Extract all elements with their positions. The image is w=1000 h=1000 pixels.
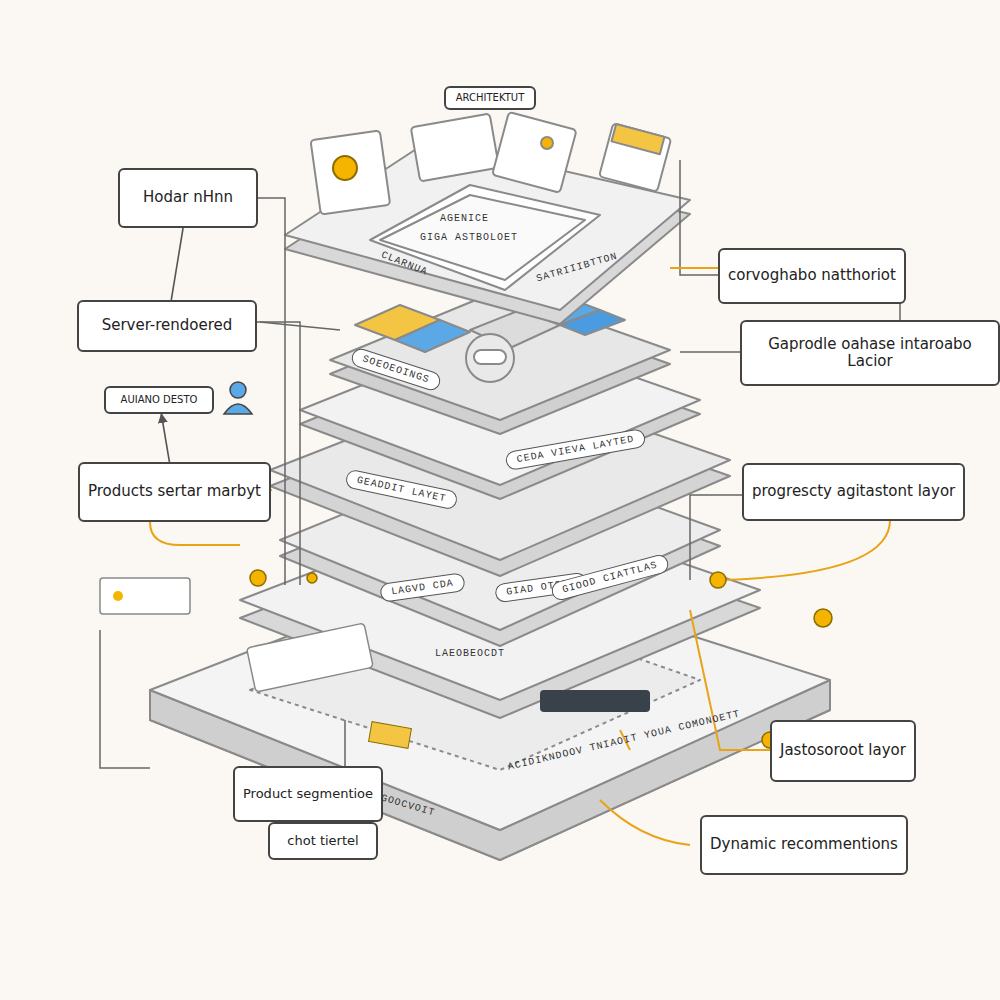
connector [171,228,183,300]
callout-text: Hodar nHnn [143,189,233,206]
callout-text: chot tiertel [287,834,358,849]
callout-text: ARCHITEKTUT [456,92,525,104]
callout-box: corvoghabo natthoriot [718,248,906,304]
callout-box: Server-rendoered [77,300,257,352]
callout-box: progrescty agitastont layor [742,463,965,521]
callout-text: Jastosoroot layor [780,742,906,759]
callout-text: Server-rendoered [102,317,233,334]
callout-text: Gaprodle oahase intaroabo Lacior [750,336,990,371]
callout-text: Products sertar marbyt [88,483,261,500]
callout-box: AUIANO DESTO [104,386,214,414]
callout-text: progrescty agitastont layor [752,483,955,500]
callout-text: corvoghabo natthoriot [728,267,896,284]
callout-text: Dynamic recommentions [710,836,898,853]
callout-text: AUIANO DESTO [121,394,198,406]
callout-box: Gaprodle oahase intaroabo Lacior [740,320,1000,386]
layer-label: GIGA ASTBOLOET [420,232,518,243]
callout-box: Hodar nHnn [118,168,258,228]
callout-box: Dynamic recommentions [700,815,908,875]
callout-box: Jastosoroot layor [770,720,916,782]
callout-box: Products sertar marbyt [78,462,271,522]
layer-label: AGENICE [440,213,489,224]
callout-box: Product segmentioe [233,766,383,822]
callout-box: chot tiertel [268,822,378,860]
callout-box: ARCHITEKTUT [444,86,536,110]
connector [161,414,169,462]
callout-text: Product segmentioe [243,787,373,802]
layer-label: LAEOBEOCDT [435,648,505,659]
